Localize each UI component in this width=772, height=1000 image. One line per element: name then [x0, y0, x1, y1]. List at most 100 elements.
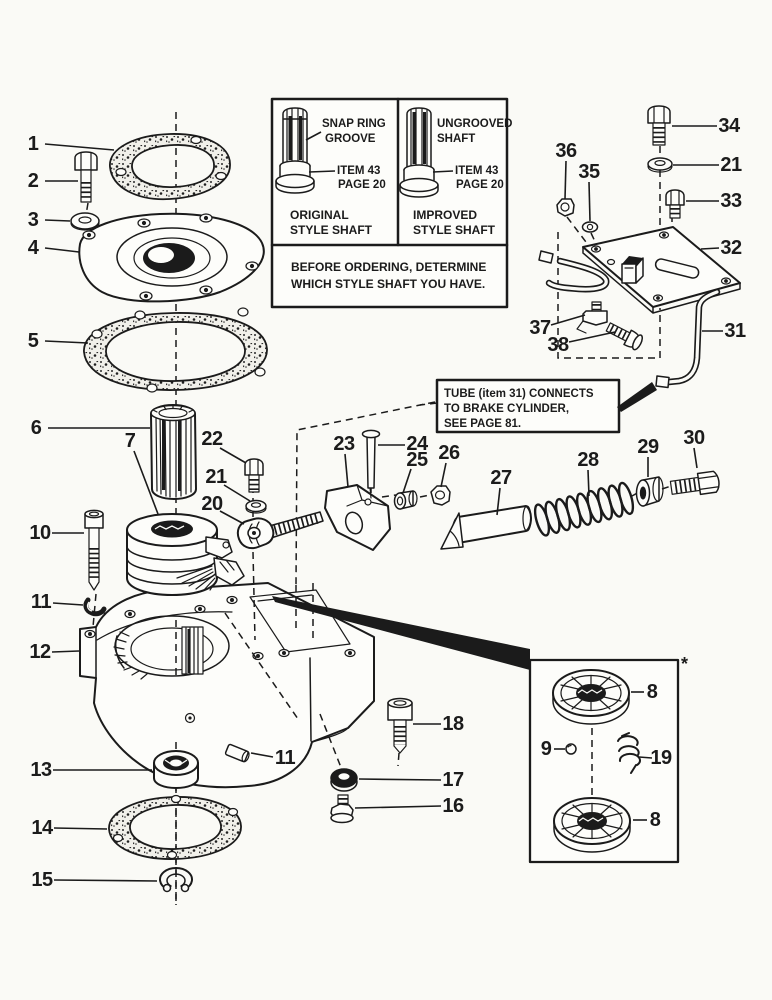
grommet-part-17	[330, 768, 358, 792]
callout-number-8: 8	[650, 809, 661, 831]
bolt-part-34	[647, 105, 671, 146]
nut-part-26	[430, 485, 451, 506]
plunger-part-27	[440, 505, 532, 550]
callout-number-15: 15	[31, 869, 53, 891]
leader-line-15	[53, 879, 158, 882]
callout-number-27: 27	[490, 467, 512, 489]
item-ref-left-1: ITEM 43	[337, 165, 380, 177]
housing-part-12	[79, 582, 375, 789]
callout-number-13: 13	[30, 759, 52, 781]
tube-note-pointer-wedge	[617, 382, 657, 412]
leader-line-16	[354, 805, 442, 809]
snap-ring-part-15	[159, 867, 193, 893]
callout-number-34: 34	[718, 115, 741, 137]
elbow-fitting-part-37	[576, 301, 608, 334]
callout-number-12: 12	[29, 641, 51, 663]
screw-part-16	[330, 794, 354, 824]
washer-part-3	[70, 212, 100, 231]
leader-line-26	[440, 462, 447, 488]
callout-number-18: 18	[442, 713, 464, 735]
leader-line-20	[219, 510, 245, 525]
item-ref-right-2: PAGE 20	[456, 179, 504, 191]
brake-disc-part-8-top	[552, 669, 630, 725]
improved-style-1: IMPROVED	[413, 208, 477, 222]
spring-part-19	[617, 732, 641, 774]
callout-number-29: 29	[637, 436, 659, 458]
shaft-info-box: SNAP RING GROOVE ITEM 43 PAGE 20 ORIGINA…	[270, 97, 512, 309]
brake-disc-part-8-bottom	[553, 797, 631, 853]
tube-note-1: TUBE (item 31) CONNECTS	[444, 388, 594, 400]
spring-part-28	[533, 481, 635, 537]
callout-number-26: 26	[438, 442, 460, 464]
bolt-part-22	[244, 458, 264, 493]
callout-number-30: 30	[683, 427, 705, 449]
callout-number-4: 4	[28, 237, 40, 259]
socket-bolt-part-18	[387, 697, 413, 754]
improved-shaft-figure	[399, 107, 439, 198]
gasket-part-1	[109, 133, 231, 201]
callout-number-31: 31	[724, 320, 746, 342]
leader-line-4	[44, 247, 80, 253]
snap-ring-label-1: SNAP RING	[322, 118, 386, 130]
disc-pack-part-7	[126, 513, 245, 596]
callout-number-24: 24	[406, 433, 429, 455]
leader-line-11	[250, 752, 274, 758]
tube-part-31	[538, 250, 721, 389]
callout-number-8: 8	[647, 681, 658, 703]
callout-number-25: 25	[406, 449, 428, 471]
leader-line-36	[564, 160, 567, 200]
original-style-2: STYLE SHAFT	[290, 223, 373, 237]
callout-number-20: 20	[201, 493, 223, 515]
gasket-part-14	[108, 794, 242, 860]
socket-bolt-part-10	[84, 509, 104, 591]
ungrooved-label-1: UNGROOVED	[437, 118, 512, 130]
leader-line-35	[588, 181, 591, 222]
splined-coupling-part-6	[150, 404, 197, 500]
callout-number-10: 10	[29, 522, 51, 544]
inset-asterisk: *	[681, 654, 688, 674]
leader-line-28	[587, 469, 590, 497]
leader-line-37	[550, 314, 586, 326]
callout-number-23: 23	[333, 433, 355, 455]
leader-line-19	[638, 756, 653, 759]
snap-ring-label-2: GROOVE	[325, 133, 376, 145]
ordering-note-2: WHICH STYLE SHAFT YOU HAVE.	[291, 277, 485, 291]
pin-part-11-upper	[83, 597, 107, 617]
callout-number-28: 28	[577, 449, 599, 471]
improved-style-2: STYLE SHAFT	[413, 223, 496, 237]
leader-line-21	[223, 484, 251, 502]
washer-part-21-left	[245, 499, 267, 514]
callout-number-5: 5	[28, 330, 39, 352]
callout-number-35: 35	[578, 161, 600, 183]
fitting-part-33	[665, 189, 685, 219]
callout-number-14: 14	[31, 817, 54, 839]
callout-number-2: 2	[28, 170, 39, 192]
washer-part-35	[581, 221, 599, 233]
callout-number-21: 21	[720, 154, 742, 176]
inset-pointer-wedge	[272, 596, 530, 670]
callout-number-7: 7	[125, 430, 136, 452]
tube-note-box: TUBE (item 31) CONNECTS TO BRAKE CYLINDE…	[435, 378, 657, 434]
leader-line-25	[402, 468, 412, 494]
bushing-part-25	[393, 490, 418, 510]
bushing-part-29	[635, 476, 664, 507]
leader-line-14	[53, 827, 108, 830]
leader-line-7	[133, 450, 159, 515]
leader-line-5	[44, 340, 89, 344]
hex-bolt-part-2	[74, 151, 98, 203]
callout-number-9: 9	[541, 738, 552, 760]
ball-part-9	[565, 743, 577, 755]
callout-number-16: 16	[442, 795, 464, 817]
clevis-pin-part-24	[361, 429, 381, 499]
cover-plate-part-4	[78, 212, 265, 303]
leader-line-11	[52, 602, 84, 606]
callout-number-33: 33	[720, 190, 742, 212]
bearing-part-13	[153, 750, 199, 789]
ungrooved-label-2: SHAFT	[437, 133, 475, 145]
screw-part-38	[605, 322, 644, 351]
callout-number-37: 37	[529, 317, 551, 339]
callout-number-11: 11	[275, 747, 296, 769]
